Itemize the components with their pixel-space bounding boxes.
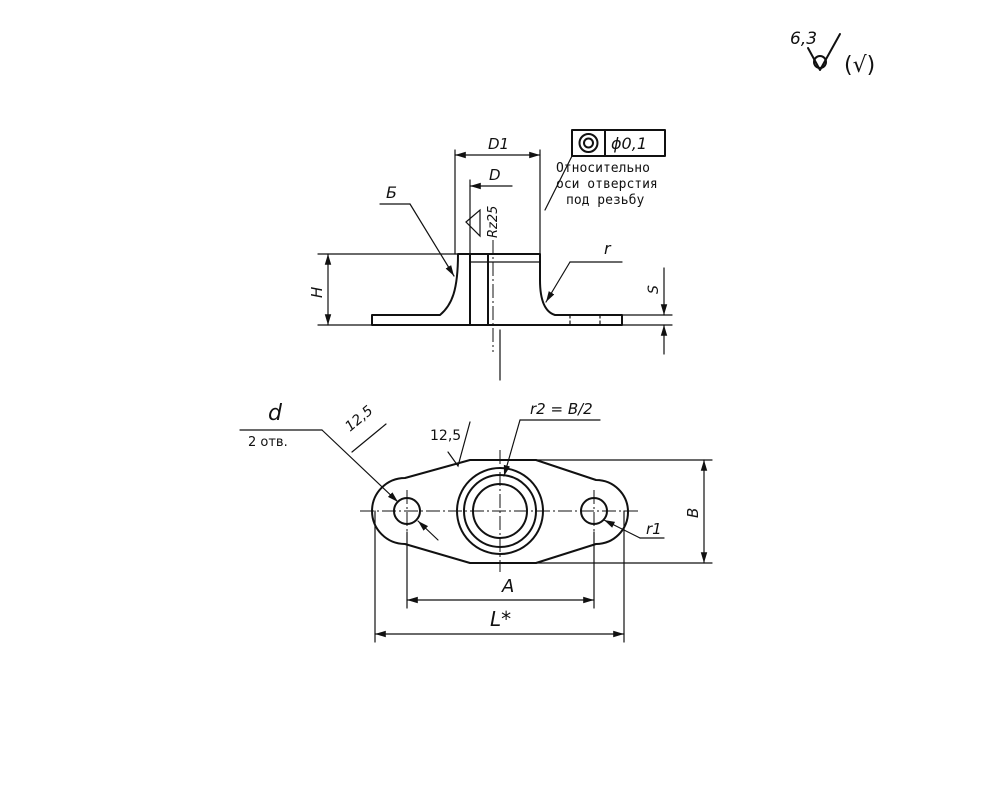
surface-label-B: Б (386, 183, 397, 202)
dim-L: L* (490, 607, 511, 631)
dim-D1: D1 (488, 135, 509, 153)
hole-roughness: 12,5 (342, 403, 376, 435)
radius-r2: r2 = B/2 (530, 400, 593, 418)
dim-D: D (489, 166, 501, 184)
flange-contour (371, 459, 629, 564)
roughness-check-icon (807, 33, 841, 71)
bore-roughness: Rz25 (486, 206, 501, 238)
hole-label-d: d (268, 401, 283, 426)
tolerance-frame: ϕ0,1 Относительно оси отверстия под резь… (544, 129, 666, 211)
tolerance-value: ϕ0,1 (611, 134, 647, 153)
plan-view: d 2 отв. 12,5 12,5 r2 = B/2 r1 B A L (239, 400, 713, 643)
tolerance-note-line-3: под резьбу (566, 193, 644, 208)
dim-S: S (646, 285, 662, 294)
radius-r1: r1 (646, 520, 662, 538)
roughness-circle-icon (813, 55, 827, 69)
tolerance-note-line-1: Относительно (556, 161, 650, 176)
tolerance-note-line-2: оси отверстия (556, 177, 658, 192)
section-hatch (371, 253, 471, 326)
dim-A: A (501, 576, 514, 597)
roughness-value: 6,3 (790, 29, 817, 49)
dim-B: B (684, 508, 702, 518)
fillet-label-r: r (604, 239, 612, 258)
general-roughness-symbol: 6,3 (√) (790, 29, 875, 78)
hole-count: 2 отв. (248, 435, 288, 450)
contour-roughness: 12,5 (430, 428, 461, 444)
dim-H: H (308, 287, 326, 298)
concentricity-icon (578, 133, 599, 153)
roughness-other: (√) (844, 53, 875, 78)
section-view: D1 D Rz25 Б r H S (308, 135, 673, 381)
